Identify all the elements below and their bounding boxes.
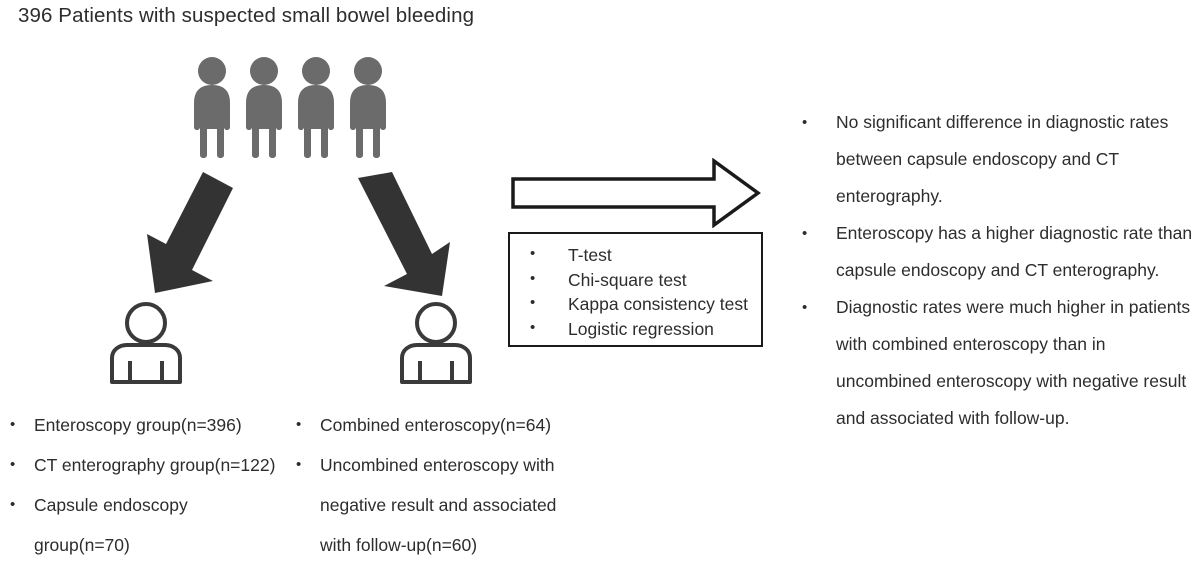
list-item: Combined enteroscopy(n=64) bbox=[290, 405, 576, 445]
list-item: Kappa consistency test bbox=[510, 291, 761, 317]
person-filled-icon bbox=[298, 57, 334, 158]
left-branch-group-list: Enteroscopy group(n=396) CT enterography… bbox=[4, 405, 280, 565]
middle-branch-group-list: Combined enteroscopy(n=64) Uncombined en… bbox=[290, 405, 576, 565]
page-title: 396 Patients with suspected small bowel … bbox=[18, 4, 475, 27]
person-filled-icon bbox=[350, 57, 386, 158]
people-group-icon bbox=[190, 55, 390, 160]
hollow-right-arrow-icon bbox=[511, 158, 761, 228]
list-item: Capsule endoscopy group(n=70) bbox=[4, 485, 280, 565]
list-item: CT enterography group(n=122) bbox=[4, 445, 280, 485]
list-item: No significant difference in diagnostic … bbox=[794, 104, 1198, 215]
list-item: Chi-square test bbox=[510, 267, 761, 293]
down-right-arrow-icon bbox=[358, 172, 450, 296]
person-filled-icon bbox=[246, 57, 282, 158]
statistical-methods-list: T-test Chi-square test Kappa consistency… bbox=[510, 234, 761, 341]
list-item: Logistic regression bbox=[510, 316, 761, 342]
conclusions-list: No significant difference in diagnostic … bbox=[794, 104, 1198, 437]
person-filled-icon bbox=[194, 57, 230, 158]
statistical-methods-box: T-test Chi-square test Kappa consistency… bbox=[508, 232, 763, 347]
list-item: Enteroscopy has a higher diagnostic rate… bbox=[794, 215, 1198, 289]
list-item: Uncombined enteroscopy with negative res… bbox=[290, 445, 576, 565]
list-item: T-test bbox=[510, 242, 761, 268]
list-item: Enteroscopy group(n=396) bbox=[4, 405, 280, 445]
list-item: Diagnostic rates were much higher in pat… bbox=[794, 289, 1198, 437]
person-outline-icon bbox=[110, 302, 182, 384]
down-left-arrow-icon bbox=[147, 172, 233, 293]
person-outline-icon bbox=[400, 302, 472, 384]
